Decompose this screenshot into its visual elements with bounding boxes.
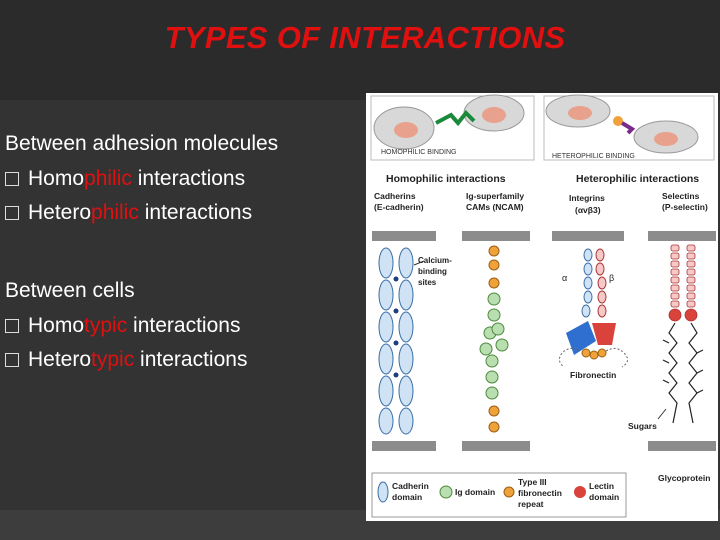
membrane-top [462, 231, 530, 241]
text-highlight: philic [91, 201, 139, 224]
cadherins-label: Cadherins [374, 191, 416, 201]
nucleus-icon [654, 132, 678, 146]
sugars-pointer [657, 408, 667, 420]
legend-cadherin-label: Cadherin [392, 481, 429, 491]
text-suffix: interactions [138, 201, 253, 224]
calcium-label-2: binding [418, 267, 447, 276]
nucleus-icon [394, 122, 418, 138]
integrins-label: Integrins [569, 193, 605, 203]
text-prefix: Hetero [28, 201, 92, 224]
membrane-top [648, 231, 716, 241]
legend-cadherin-swatch [377, 481, 389, 503]
ligand-icon [613, 116, 623, 126]
homophilic-binding-caption: HOMOPHILIC BINDING [381, 149, 456, 156]
bullet-box-icon [5, 353, 19, 367]
legend-type3-label: Type III [518, 477, 547, 487]
igsf-chain-left [479, 245, 501, 356]
text-suffix: interactions [127, 314, 241, 337]
sugars-label: Sugars [628, 421, 657, 431]
bullet-heterotypic: Heterotypic interactions [5, 348, 247, 372]
legend-type3-sublabel: fibronectin [518, 488, 562, 498]
bullet-box-icon [5, 172, 19, 186]
fibronectin-label: Fibronectin [570, 370, 616, 380]
legend-type3-sublabel-2: repeat [518, 499, 544, 509]
legend-lectin-sublabel: domain [589, 492, 619, 502]
membrane-bottom [372, 441, 436, 451]
legend-cadherin-sublabel: domain [392, 492, 422, 502]
legend-lectin-label: Lectin [589, 481, 614, 491]
receptor-icon [620, 121, 636, 135]
membrane-top [552, 231, 624, 241]
calcium-pointer [413, 260, 425, 266]
alpha-label: α [562, 273, 567, 283]
bullet-homotypic: Homotypic interactions [5, 314, 240, 338]
bullet-homophilic: Homophilic interactions [5, 167, 245, 191]
cadherin-chain-right [398, 247, 414, 435]
integrin-beta-head [592, 323, 616, 345]
nucleus-icon [568, 106, 592, 120]
fibronectin-molecule [558, 347, 628, 368]
background-top-band [0, 0, 720, 100]
selectins-sublabel: (P-selectin) [662, 202, 708, 212]
legend-ig-swatch [439, 485, 453, 499]
text-prefix: Hetero [28, 348, 92, 371]
igsf-label: Ig-superfamily [466, 191, 524, 201]
figure-svg: HOMOPHILIC BINDING HETEROPHILIC BINDING … [370, 94, 716, 518]
text-suffix: interactions [131, 167, 246, 190]
text-suffix: interactions [134, 348, 248, 371]
calcium-label-1: Calcium- [418, 256, 452, 265]
integrin-beta-chain [592, 248, 616, 345]
nucleus-icon [482, 107, 506, 123]
cadherins-sublabel: (E-cadherin) [374, 202, 424, 212]
beta-label: β [609, 273, 614, 283]
heterophilic-binding-caption: HETEROPHILIC BINDING [552, 153, 635, 160]
igsf-sublabel: CAMs (NCAM) [466, 202, 524, 212]
binding-molecule-icon [435, 110, 476, 127]
legend-lectin-swatch [574, 486, 586, 498]
glycoprotein-sugars [662, 322, 704, 424]
legend-type3-swatch [503, 486, 515, 498]
bullet-heterophilic: Heterophilic interactions [5, 201, 252, 225]
slide-title: TYPES OF INTERACTIONS [164, 20, 566, 55]
section-heading-adhesion: Between adhesion molecules [5, 132, 279, 155]
integrin-alpha-chain [566, 248, 596, 355]
text-highlight: typic [84, 314, 128, 337]
text-prefix: Homo [28, 167, 85, 190]
text-prefix: Homo [28, 314, 85, 337]
glycoprotein-label: Glycoprotein [658, 473, 710, 483]
bullet-box-icon [5, 206, 19, 220]
membrane-bottom [648, 441, 716, 451]
calcium-sites [393, 276, 399, 378]
heterophilic-header: Heterophilic interactions [576, 173, 699, 185]
adhesion-molecules-figure: HOMOPHILIC BINDING HETEROPHILIC BINDING … [366, 93, 718, 521]
text-highlight: philic [84, 167, 132, 190]
igsf-chain-right [485, 322, 509, 433]
selectin-chain-left [668, 244, 682, 322]
homophilic-header: Homophilic interactions [386, 173, 506, 185]
legend-ig-label: Ig domain [455, 487, 495, 497]
text-highlight: typic [91, 348, 135, 371]
membrane-bottom [462, 441, 530, 451]
selectin-chain-right [684, 244, 698, 322]
selectins-label: Selectins [662, 191, 700, 201]
calcium-label-3: sites [418, 278, 437, 287]
bullet-box-icon [5, 319, 19, 333]
section-heading-cells: Between cells [5, 279, 135, 302]
cadherin-chain-left [378, 247, 394, 435]
membrane-top [372, 231, 436, 241]
integrins-sublabel: (αvβ3) [575, 205, 601, 215]
integrin-alpha-head [566, 321, 596, 355]
